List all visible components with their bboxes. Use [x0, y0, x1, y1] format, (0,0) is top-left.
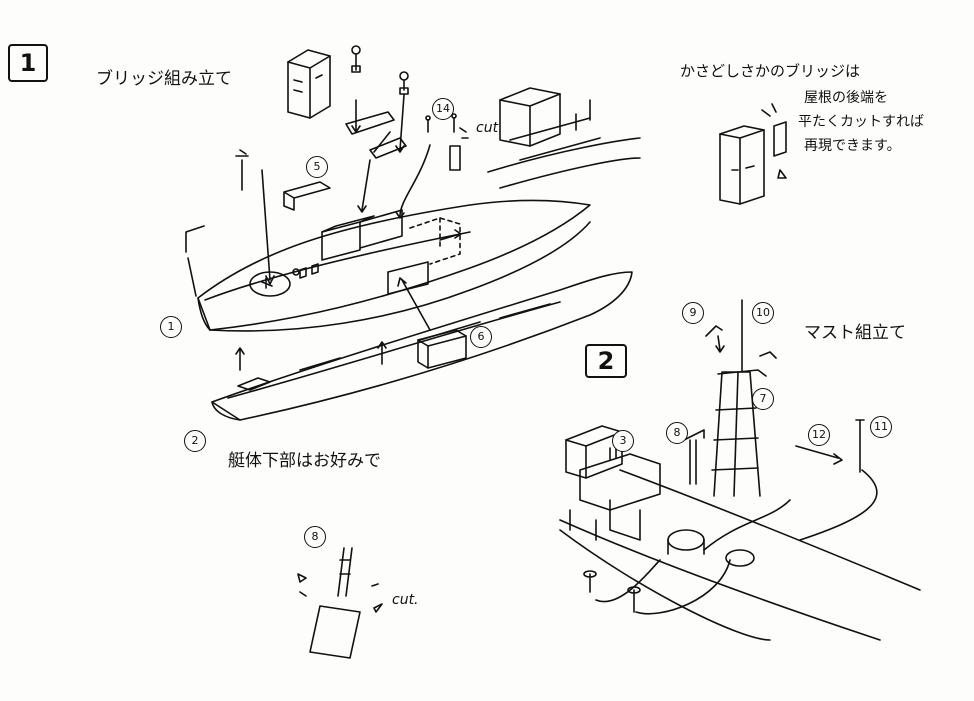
part-number-5: 5 [306, 156, 328, 178]
kasado-note-title: かさどしさかのブリッジは [680, 62, 861, 80]
bridge-block-drawing [235, 45, 469, 211]
step-box-1: 1 [8, 44, 48, 82]
kasado-note-line-1: 屋根の後端を [804, 90, 888, 106]
cut-label-top: cut [476, 120, 499, 136]
tripod-mast-drawing [559, 299, 921, 641]
kasado-bridge-drawing [487, 87, 787, 205]
part-number-10: 10 [752, 302, 774, 324]
part-number-14: 14 [432, 98, 454, 120]
part-number-1: 1 [160, 316, 182, 338]
part-number-8-side: 8 [666, 422, 688, 444]
hull-upper-drawing [185, 199, 591, 332]
cut-label-bottom: cut. [392, 592, 419, 608]
step-box-2: 2 [585, 344, 627, 378]
part-number-11: 11 [870, 416, 892, 438]
hull-lower-drawing [211, 271, 633, 421]
part-number-12: 12 [808, 424, 830, 446]
part-number-9: 9 [682, 302, 704, 324]
part-number-2: 2 [184, 430, 206, 452]
kasado-note-line-3: 再現できます。 [804, 138, 901, 154]
mast-assembly-heading: マスト組立て [804, 323, 906, 343]
assembly-arrow-icon [235, 94, 462, 371]
hull-lower-note: 艇体下部はお好みで [228, 451, 381, 471]
part-number-6: 6 [470, 326, 492, 348]
part-number-8-bottom: 8 [304, 526, 326, 548]
scissors-cut-mark-icon [297, 547, 383, 659]
kasado-note-line-2: 平たくカットすれば [798, 114, 924, 130]
part-number-7: 7 [752, 388, 774, 410]
part-number-3: 3 [612, 430, 634, 452]
bridge-assembly-heading: ブリッジ組み立て [96, 69, 232, 89]
